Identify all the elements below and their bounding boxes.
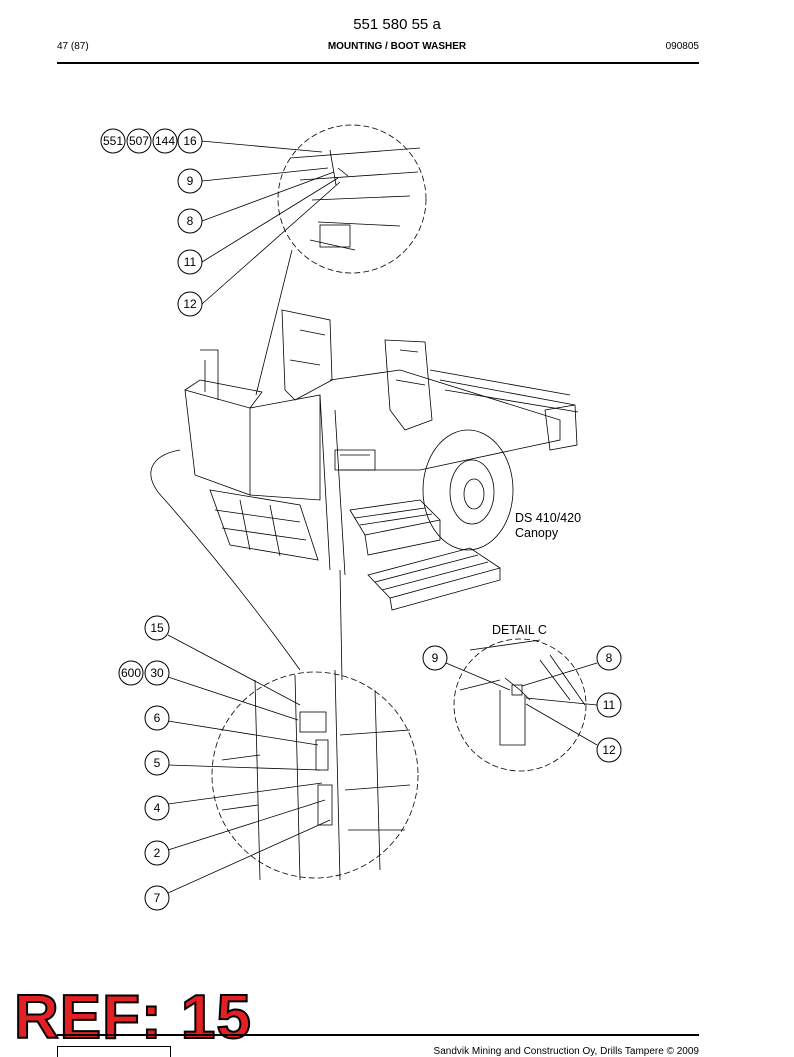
callout-label: 507 — [129, 134, 149, 148]
callout-144 — [152, 128, 178, 154]
document-number: 551 580 55 a — [353, 16, 441, 33]
callout-7 — [144, 885, 170, 911]
callout-15 — [144, 615, 170, 641]
callout-label: 7 — [154, 891, 161, 905]
callout-label: 5 — [154, 756, 161, 770]
callout-600 — [118, 660, 144, 686]
reference-stamp: REF: 15 — [13, 982, 252, 1053]
upper-step — [349, 499, 441, 536]
callout-11-detail — [596, 692, 622, 718]
machine-body — [184, 389, 251, 496]
callout-label: 11 — [184, 255, 197, 269]
callout-label: 4 — [154, 801, 161, 815]
callout-label: 12 — [183, 297, 197, 311]
callout-6 — [144, 705, 170, 731]
lower-detail-circle — [211, 671, 419, 879]
callout-label: 8 — [187, 214, 194, 228]
section-title: MOUNTING / BOOT WASHER — [327, 41, 467, 52]
callouts-bottom-left — [118, 615, 170, 911]
variant-caption: Canopy — [515, 526, 559, 540]
callout-12-detail — [596, 737, 622, 763]
lower-step — [367, 547, 501, 599]
callout-9-top — [177, 168, 203, 194]
callout-label: 16 — [183, 134, 197, 148]
callout-label: 6 — [154, 711, 161, 725]
callout-5 — [144, 750, 170, 776]
callout-label: 11 — [603, 698, 616, 712]
callout-label: 551 — [103, 134, 123, 148]
callout-507 — [126, 128, 152, 154]
callout-label: 12 — [602, 743, 616, 757]
callout-label: 8 — [606, 651, 613, 665]
page-count: 47 (87) — [57, 41, 89, 52]
callout-label: 15 — [150, 621, 164, 635]
callouts-detail-c — [422, 645, 622, 763]
callout-label: 144 — [155, 134, 175, 148]
callout-9-detail — [422, 645, 448, 671]
callout-label: 30 — [150, 666, 164, 680]
callout-16 — [177, 128, 203, 154]
top-detail-circle — [277, 124, 427, 274]
company-logo — [57, 1046, 171, 1057]
callout-label: 2 — [154, 846, 161, 860]
callout-label: 9 — [187, 174, 194, 188]
callout-12-top — [177, 291, 203, 317]
callout-8-detail — [596, 645, 622, 671]
callout-551 — [100, 128, 126, 154]
copyright-text: Sandvik Mining and Construction Oy, Dril… — [433, 1046, 699, 1057]
detail-c-caption: DETAIL C — [492, 623, 547, 637]
header-rule — [57, 62, 699, 64]
callout-11-top — [177, 249, 203, 275]
document-date: 090805 — [665, 41, 699, 52]
callout-label: 600 — [121, 666, 141, 680]
callout-8-top — [177, 208, 203, 234]
callout-30 — [144, 660, 170, 686]
detail-c-circle — [453, 638, 587, 772]
callouts-top — [100, 128, 203, 317]
callout-2 — [144, 840, 170, 866]
callout-4 — [144, 795, 170, 821]
model-caption: DS 410/420 — [515, 511, 582, 525]
wheel — [422, 429, 514, 551]
footer-rule — [57, 1034, 699, 1036]
callout-label: 9 — [432, 651, 439, 665]
